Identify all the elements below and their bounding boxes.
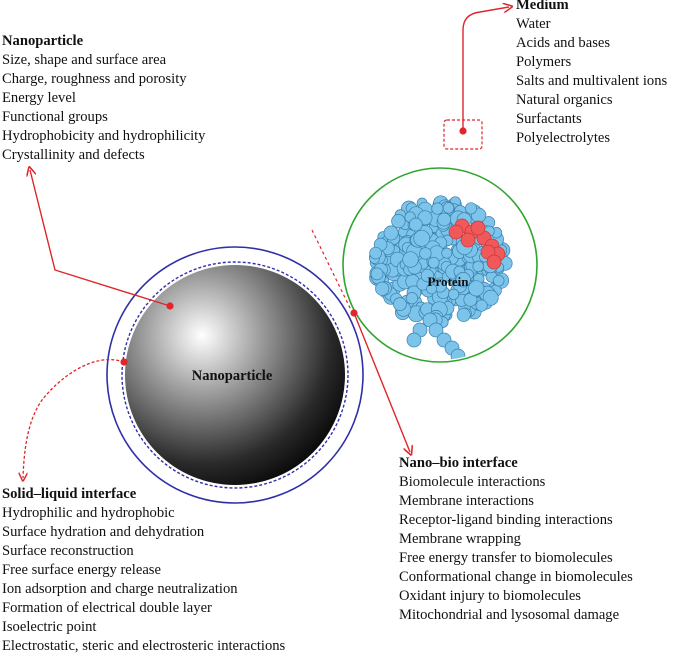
list-item: Energy level	[2, 90, 76, 106]
arrow-to-solid-liquid-interface	[23, 358, 125, 478]
protein-atom	[427, 256, 440, 269]
medium-sample-box	[443, 119, 483, 150]
protein-atom	[456, 307, 471, 322]
protein-atom	[492, 274, 505, 287]
list-item: Polymers	[516, 54, 572, 70]
nano-bio-origin-dot	[350, 309, 358, 317]
list-item: Biomolecule interactions	[399, 474, 546, 490]
protein-atom	[475, 299, 488, 312]
protein-atom	[426, 283, 437, 295]
protein-atom	[383, 225, 399, 241]
list-item: Surface hydration and dehydration	[2, 524, 205, 540]
protein-label: Protein	[428, 274, 470, 289]
arrow-to-medium	[462, 7, 509, 131]
medium-heading: Medium	[516, 0, 569, 13]
arrow-to-nano-bio-interface	[353, 312, 410, 452]
list-item: Isoelectric point	[2, 619, 97, 635]
protein-atom	[413, 229, 431, 247]
list-item: Free energy transfer to biomolecules	[399, 550, 613, 566]
arrow-origin-dot	[166, 302, 174, 310]
solid-liquid-interface-block: Solid–liquid interface Hydrophilic and h…	[2, 485, 285, 656]
protein-atom	[464, 202, 478, 215]
list-item: Functional groups	[2, 109, 108, 125]
binding-site-atom	[460, 232, 476, 248]
protein-atom	[431, 202, 444, 215]
protein-atom	[370, 267, 384, 281]
double-layer-ring	[121, 261, 349, 489]
list-item: Hydrophobicity and hydrophilicity	[2, 128, 206, 144]
protein-atom	[441, 247, 453, 259]
nanoparticle-properties-heading: Nanoparticle	[2, 33, 84, 49]
medium-block: Medium Water Acids and bases Polymers Sa…	[516, 0, 667, 148]
protein-atom	[369, 246, 382, 260]
list-item: Conformational change in biomolecules	[399, 569, 633, 585]
protein-atom	[455, 272, 471, 288]
arrow-to-nanoparticle-properties	[30, 170, 171, 307]
binding-site-atom	[448, 224, 464, 240]
list-item: Oxidant injury to biomolecules	[399, 588, 581, 604]
protein-atom	[406, 332, 422, 348]
list-item: Membrane interactions	[399, 493, 534, 509]
nanoparticle-properties-block: Nanoparticle Size, shape and surface are…	[2, 32, 205, 165]
list-item: Natural organics	[516, 92, 613, 108]
protein-atom	[402, 251, 419, 268]
list-item: Hydrophilic and hydrophobic	[2, 505, 175, 521]
outer-boundary-ring	[106, 246, 364, 504]
binding-site-atom	[470, 220, 486, 236]
protein-atom	[482, 289, 499, 306]
protein-atom	[393, 297, 407, 311]
list-item: Membrane wrapping	[399, 531, 521, 547]
protein-atom	[375, 281, 390, 296]
solid-liquid-origin-dot	[120, 358, 128, 366]
list-item: Formation of electrical double layer	[2, 600, 212, 616]
list-item: Surface reconstruction	[2, 543, 134, 559]
list-item: Surfactants	[516, 111, 582, 127]
protein-atom	[408, 217, 423, 232]
protein-atom	[472, 260, 484, 273]
protein-atom	[405, 292, 419, 305]
protein-atom	[437, 212, 452, 227]
solid-liquid-interface-heading: Solid–liquid interface	[2, 486, 137, 502]
protein-atom	[419, 247, 432, 260]
protein-atom	[442, 202, 455, 214]
binding-site-atom	[486, 254, 502, 270]
protein-structure	[369, 195, 513, 360]
list-item: Water	[516, 16, 551, 32]
list-item: Crystallinity and defects	[2, 147, 145, 163]
list-item: Polyelectrolytes	[516, 130, 611, 146]
list-item: Size, shape and surface area	[2, 52, 167, 68]
list-item: Mitochondrial and lysosomal damage	[399, 607, 620, 623]
list-item: Receptor-ligand binding interactions	[399, 512, 613, 528]
nano-bio-interface-heading: Nano–bio interface	[399, 455, 518, 471]
protein-atom	[468, 280, 485, 297]
list-item: Ion adsorption and charge neutralization	[2, 581, 238, 597]
protein-atom	[428, 322, 444, 338]
list-item: Electrostatic, steric and electrosteric …	[2, 638, 286, 654]
list-item: Salts and multivalent ions	[516, 73, 668, 89]
medium-origin-dot	[459, 127, 467, 135]
list-item: Charge, roughness and porosity	[2, 71, 187, 87]
protein-atom	[420, 268, 435, 283]
protein-atom	[448, 288, 460, 300]
list-item: Acids and bases	[516, 35, 611, 51]
nano-bio-interface-block: Nano–bio interface Biomolecule interacti…	[399, 454, 633, 625]
nanoparticle-sphere	[125, 265, 345, 485]
protein-atom	[391, 214, 406, 229]
sphere-label: Nanoparticle	[192, 368, 273, 384]
list-item: Free surface energy release	[2, 562, 161, 578]
